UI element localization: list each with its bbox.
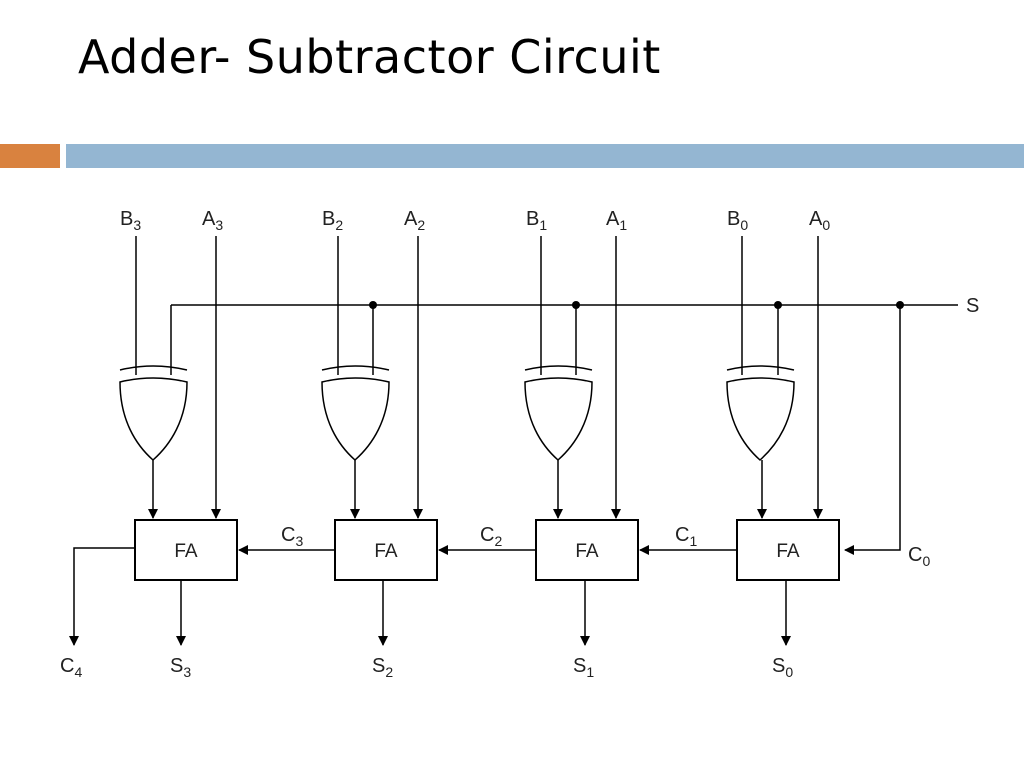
input-a2-label: A2 xyxy=(404,208,425,233)
input-b0-label: B0 xyxy=(727,208,748,233)
xor-gate xyxy=(726,365,795,371)
input-b2-label: B2 xyxy=(322,208,343,233)
input-b3-label: B3 xyxy=(120,208,141,233)
input-b1-label: B1 xyxy=(526,208,547,233)
carry-in-line xyxy=(844,305,901,555)
carry-out-line xyxy=(69,547,135,646)
stage-0: B0 A0 FA S0 xyxy=(639,208,840,680)
accent-bar-orange xyxy=(0,144,60,168)
xor-gate xyxy=(524,365,593,371)
sum-s1-label: S1 xyxy=(573,655,594,680)
xor-gate xyxy=(119,377,188,462)
carry-c1-label: C1 xyxy=(675,524,697,549)
carry-in-label: C0 xyxy=(908,544,930,569)
sum-s2-label: S2 xyxy=(372,655,393,680)
full-adder-block xyxy=(535,519,639,581)
accent-bar-blue xyxy=(66,144,1024,168)
full-adder-block xyxy=(134,519,238,581)
full-adder-block xyxy=(736,519,840,581)
stage-2: B2 A2 FA S2 C2 xyxy=(238,208,502,680)
input-a1-label: A1 xyxy=(606,208,627,233)
carry-c3-label: C3 xyxy=(281,524,303,549)
control-label-s: S xyxy=(966,295,979,317)
xor-gate xyxy=(321,377,390,462)
xor-gate xyxy=(321,365,390,371)
input-a3-label: A3 xyxy=(202,208,223,233)
stage-3: B3 A3 FA S3 C3 xyxy=(119,208,303,680)
input-a0-label: A0 xyxy=(809,208,830,233)
sum-s3-label: S3 xyxy=(170,655,191,680)
sum-s0-label: S0 xyxy=(772,655,793,680)
slide-title: Adder- Subtractor Circuit xyxy=(78,30,661,84)
full-adder-label: FA xyxy=(174,541,198,562)
xor-gate xyxy=(524,377,593,462)
stage-1: B1 A1 FA S1 C1 xyxy=(438,208,697,680)
full-adder-block xyxy=(334,519,438,581)
carry-c2-label: C2 xyxy=(480,524,502,549)
xor-gate xyxy=(119,365,188,371)
full-adder-label: FA xyxy=(776,541,800,562)
full-adder-label: FA xyxy=(575,541,599,562)
carry-out-label: C4 xyxy=(60,655,82,680)
xor-gate xyxy=(726,377,795,462)
full-adder-label: FA xyxy=(374,541,398,562)
